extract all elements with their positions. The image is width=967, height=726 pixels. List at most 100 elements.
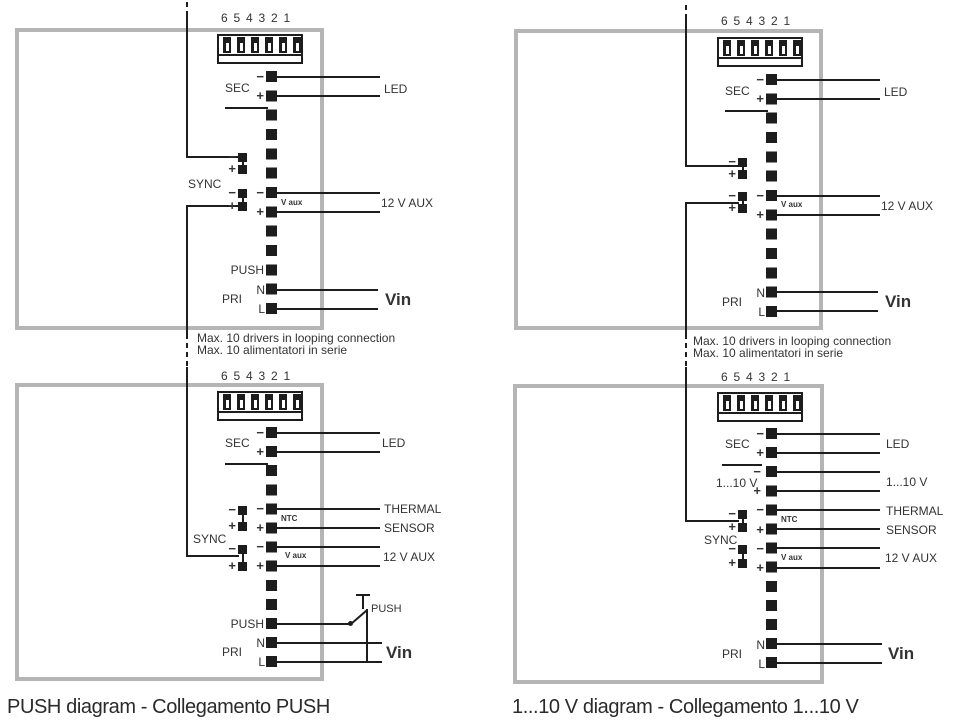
aux-wire [277,192,380,194]
sync-terminal [738,559,747,568]
l-terminal-label: L [258,655,265,669]
dip-switch-lever [737,40,745,56]
aux12-label: 12 V AUX [381,196,434,210]
aux-wire [777,214,880,216]
dip-switch-lever [723,395,731,411]
dip-switch-lever [793,40,801,56]
loop-wire-dashed [685,5,687,18]
plus-sign: + [228,518,236,533]
sync-terminal [738,204,747,213]
thermal-wire [277,527,380,529]
dip-switch-lever [251,394,259,410]
plus-sign: + [728,200,736,215]
dip-switch-lever [723,40,731,56]
plus-sign: + [756,445,764,460]
loop-wire [685,18,687,167]
sync-terminal [238,202,247,211]
sync-link [742,196,744,208]
thermal-wire [777,509,880,511]
dip-switch-base [217,56,303,64]
sec-separator [722,464,762,466]
plus-sign: + [728,519,736,534]
mains-wire [777,643,882,645]
n-terminal-label: N [756,638,765,652]
sync-label: SYNC [704,533,738,547]
mains-wire [277,661,382,663]
ntc-label: NTC [781,515,798,524]
sec-label: SEC [725,437,750,451]
plus-sign: + [228,161,236,176]
dip-switch-lever [751,395,759,411]
plus-sign: + [756,522,764,537]
minus-sign: − [256,425,264,440]
aux-wire [277,546,380,548]
sec-label: SEC [725,84,750,98]
l-terminal-label: L [758,657,765,671]
sync-terminal [238,165,247,174]
dim-wire [777,490,880,492]
terminal-strip [766,428,777,669]
vaux-label: V aux [281,198,303,207]
vin-label: Vin [386,643,413,662]
driver-outline [514,29,823,330]
loop-wire-dashed [685,334,687,367]
minus-sign: − [256,69,264,84]
led-wire [277,451,380,453]
mains-wire [277,642,382,644]
sync-wire [186,205,239,207]
dip-switch-lever [793,395,801,411]
thermal-label: THERMAL [384,502,442,516]
minus-sign: − [228,185,236,200]
sync-wire [685,165,739,167]
push-switch-label: PUSH [371,603,402,615]
driver-outline [15,383,324,681]
led-wire [777,79,880,81]
plus-sign: + [753,483,761,498]
thermal-wire [277,508,380,510]
vaux-label: V aux [781,200,803,209]
minus-sign: − [256,539,264,554]
sync-terminal [238,562,247,571]
sync-wire [685,520,739,522]
aux12-label: 12 V AUX [885,551,938,565]
minus-sign: − [256,185,264,200]
ntc-label: NTC [281,514,298,523]
dip-switch-base [217,413,303,421]
dip-switch-lever [265,394,273,410]
plus-sign: + [256,204,264,219]
sec-separator [225,463,268,465]
sec-separator [225,107,268,109]
led-wire [777,452,880,454]
loop-wire [186,367,188,557]
plus-sign: + [256,88,264,103]
thermal-label: THERMAL [886,504,944,518]
push-terminal-label: PUSH [230,263,264,277]
push-terminal-label: PUSH [230,617,264,631]
plus-sign: + [728,555,736,570]
minus-sign: − [756,541,764,556]
sync-wire [186,156,239,158]
sync-link [242,157,244,169]
loop-wire-dashed [186,2,188,15]
caption-push-diagram: PUSH diagram - Collegamento PUSH [7,696,330,718]
loop-wire [685,367,687,522]
sec-separator [725,110,768,112]
vaux-label: V aux [781,553,803,562]
dip-switch-numbers: 6 5 4 3 2 1 [221,11,291,25]
vin-label: Vin [885,292,912,311]
dip-switch-lever [265,37,273,53]
dip-switch-lever [251,37,259,53]
dip-switch-numbers: 6 5 4 3 2 1 [721,370,791,384]
sync-wire [186,555,239,557]
plus-sign: + [256,520,264,535]
minus-sign: − [756,188,764,203]
led-label: LED [886,437,910,451]
one10v-terminal-label: 1...10 V [716,476,758,490]
dip-switch-lever [223,37,231,53]
loop-wire [685,202,687,334]
dip-switch-lever [779,40,787,56]
dip-switch-lever [765,40,773,56]
push-wire [277,623,350,625]
sync-link [242,510,244,526]
minus-sign: − [756,72,764,87]
